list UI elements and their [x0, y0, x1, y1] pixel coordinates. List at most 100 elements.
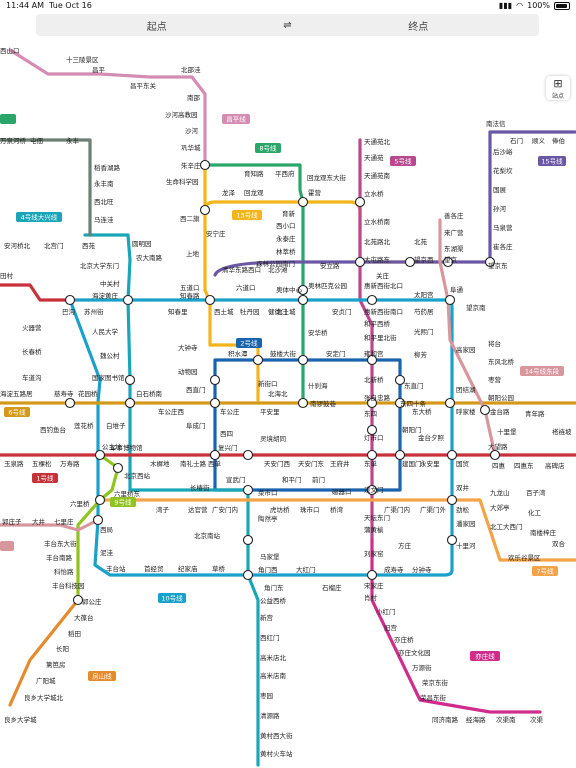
station-label: 六里桥 — [70, 499, 90, 508]
station-label: 北土城 — [276, 307, 296, 316]
station-label: 昌平 — [92, 66, 106, 74]
station-label: 火器营 — [22, 323, 42, 332]
station-label: 天安门西 — [264, 459, 291, 468]
station-label: 分钟寺 — [412, 565, 432, 574]
station-label: 郭公庄 — [82, 597, 102, 606]
station-label: 北邵洼 — [181, 65, 201, 74]
svg-text:6号线: 6号线 — [8, 408, 26, 417]
station-label: 广阳城 — [36, 676, 56, 685]
station-picker-label: 站点 — [551, 93, 564, 100]
status-indicators: ▮▮▮ ◠ 100% — [499, 1, 570, 10]
station-label: 大屯路东 — [364, 255, 391, 264]
station-label: 石榴庄 — [322, 583, 342, 592]
station-label: 小红门 — [376, 607, 396, 616]
station-label: 前门 — [312, 475, 325, 484]
station-label: 刘家窑 — [364, 549, 384, 558]
station-label: 角门东 — [264, 583, 284, 592]
station-label: 公主坟 — [102, 442, 122, 451]
station-label: 西小口 — [276, 221, 296, 230]
destination-field[interactable]: 终点 — [408, 21, 429, 33]
station-label: 宣武门 — [226, 475, 246, 484]
origin-field[interactable]: 起点 — [146, 21, 167, 33]
badge-line-changping: 昌平线 — [222, 114, 250, 124]
svg-text:7号线: 7号线 — [536, 567, 554, 576]
badge-line-fangshan: 房山线 — [88, 671, 116, 681]
badge-line-4-green — [0, 114, 16, 124]
svg-text:14号线东段: 14号线东段 — [525, 367, 560, 376]
station-label: 建国门 — [402, 459, 422, 468]
station-label: 阜成门 — [186, 421, 206, 430]
station-label: 望京南 — [466, 303, 486, 312]
station-label: 达官营 — [188, 505, 208, 514]
station-label: 沙河 — [185, 127, 199, 135]
station-label: 花园桥 — [78, 389, 98, 398]
station-label: 广安门内 — [212, 505, 238, 514]
station-label: 惠新西街南口 — [364, 307, 403, 316]
station-label: 大红门 — [296, 565, 316, 574]
station-label: 枣园 — [260, 691, 273, 700]
route-search-bar: 起点 ⇌ 终点 — [36, 14, 539, 36]
station-label: 北京南站 — [194, 531, 221, 540]
station-label: 海淀黄庄 — [92, 291, 119, 300]
station-label: 张自忠路 — [364, 393, 391, 402]
station-label: 磁器口 — [332, 487, 352, 496]
station-label: 立水桥南 — [364, 217, 391, 226]
station-label: 育新 — [282, 209, 296, 218]
subway-map[interactable]: 8号线 13号线 5号线 15号线 4号线大兴线 2号线 6号线 1号线 9号线… — [0, 40, 576, 768]
station-label: 方庄 — [398, 541, 412, 550]
station-label: 灵境胡同 — [260, 434, 286, 443]
station-label: 西局 — [100, 526, 113, 534]
station-label: 郭庄子 — [2, 517, 22, 526]
station-label: 亦庄桥 — [394, 635, 414, 644]
station-label: 泥洼 — [100, 548, 114, 557]
station-label: 苏州街 — [84, 307, 104, 316]
station-label: 鼓楼大街 — [270, 349, 297, 358]
station-label: 北苑路北 — [364, 237, 391, 246]
station-label: 农大南路 — [136, 253, 163, 262]
station-label: 马泉营 — [493, 223, 513, 232]
station-label: 西土城 — [214, 307, 234, 316]
station-label: 木樨地 — [150, 459, 170, 468]
station-label: 安华桥 — [308, 328, 328, 337]
station-label: 上地 — [186, 249, 200, 258]
station-label: 阜通 — [450, 285, 464, 294]
station-label: 十三陵景区 — [66, 55, 99, 64]
station-label: 安宁庄 — [206, 229, 226, 238]
station-label: 安定门 — [326, 349, 346, 358]
station-label: 荣京东街 — [422, 678, 449, 687]
svg-text:15号线: 15号线 — [541, 157, 563, 166]
station-label: 马连洼 — [94, 215, 114, 224]
station-label: 龙泽 — [222, 188, 236, 197]
station-label: 奥林匹克公园 — [308, 281, 347, 290]
station-label: 首经贸 — [144, 564, 164, 573]
badge-line-9: 9号线 — [110, 497, 136, 507]
station-label: 车公庄 — [220, 407, 240, 416]
badge-line-6: 6号线 — [4, 407, 30, 417]
station-label: 高家园 — [456, 345, 476, 354]
station-label: 孙河 — [493, 204, 507, 213]
station-labels: 西山口 十三陵景区 昌平 昌平东关 北邵洼 南邵 沙河高教园 沙河 巩华城 朱辛… — [0, 46, 572, 758]
swap-arrows-icon[interactable]: ⇌ — [283, 19, 292, 31]
station-label: 清华东路西口 — [222, 265, 261, 274]
station-label: 北新桥 — [364, 375, 384, 384]
station-label: 将台 — [488, 339, 501, 348]
station-label: 清源路 — [260, 711, 280, 720]
station-label: 十里堡 — [497, 427, 517, 436]
station-picker-button[interactable]: ⊞ 站点 — [546, 76, 570, 100]
station-label: 永安里 — [420, 459, 440, 468]
station-label: 枣营 — [488, 375, 502, 384]
station-label: 双合 — [552, 539, 566, 548]
station-label: 回龙观 — [244, 188, 264, 197]
station-label: 崔各庄 — [493, 242, 513, 251]
station-label: 褡裢坡 — [552, 427, 572, 436]
station-label: 成寿寺 — [384, 565, 404, 574]
station-label: 金台夕照 — [418, 433, 445, 442]
station-label: 青年路 — [525, 409, 545, 418]
station-label: 角门西 — [258, 565, 278, 574]
station-label: 光熙门 — [414, 327, 434, 336]
station-label: 化工 — [528, 508, 542, 517]
station-label: 四惠东 — [514, 461, 534, 470]
svg-text:5号线: 5号线 — [394, 157, 412, 166]
station-label: 沙河高教园 — [165, 110, 198, 119]
station-label: 亦庄文化园 — [398, 648, 431, 657]
